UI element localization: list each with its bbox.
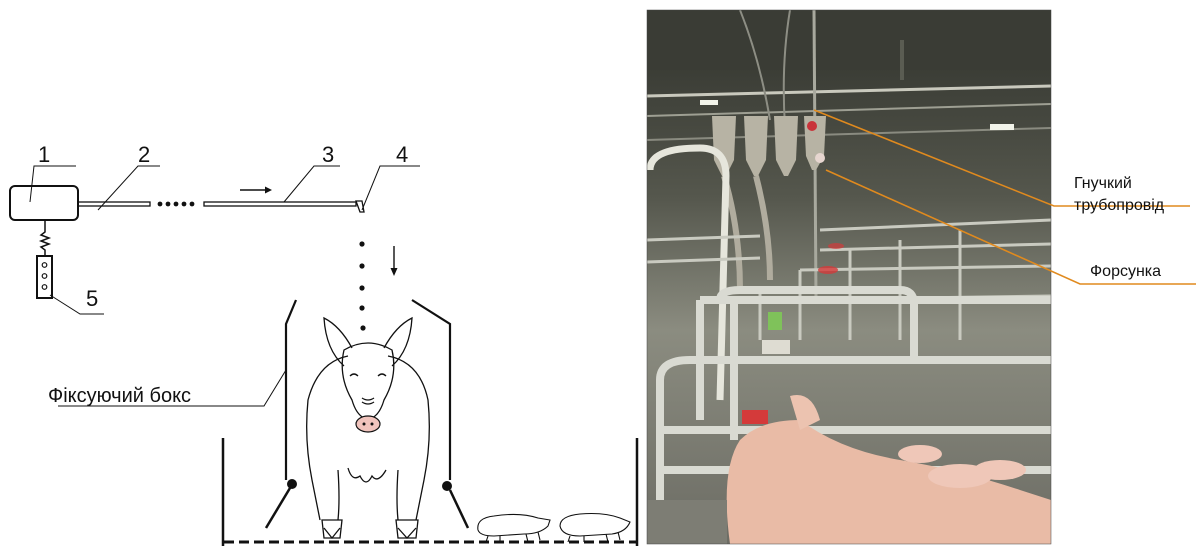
schematic-diagram: 1 2 3 4 5 Фіксуючий бокс	[9, 142, 639, 546]
piglets	[477, 512, 631, 543]
remote-cable	[38, 220, 52, 256]
pipe-segment-2	[77, 201, 151, 207]
label-number-3: 3	[322, 142, 334, 167]
nozzle-leader-line	[825, 169, 1196, 285]
label-number-1: 1	[38, 142, 50, 167]
label-number-2: 2	[138, 142, 150, 167]
fixation-box-caption: Фіксуючий бокс	[48, 385, 191, 407]
sow-snout	[355, 415, 381, 433]
label-flexible-pipe-line2: трубопровід	[1074, 197, 1165, 214]
pipe-segment-3	[203, 201, 357, 207]
sow-in-photo	[726, 420, 1051, 544]
label-flexible-pipe-line1: Гнучкий	[1074, 175, 1132, 192]
pipe-leader-line	[813, 109, 1190, 207]
label-number-5: 5	[86, 286, 98, 311]
sow-illustration	[306, 316, 430, 540]
fixation-box-right-bar	[411, 299, 452, 480]
farrowing-house-photo	[646, 9, 1052, 545]
remote-control	[36, 255, 53, 299]
label-nozzle: Форсунка	[1090, 263, 1161, 280]
fixation-box-left-bar	[284, 299, 298, 480]
nozzle-4	[355, 200, 365, 213]
label-number-4: 4	[396, 142, 408, 167]
control-unit	[9, 185, 79, 221]
